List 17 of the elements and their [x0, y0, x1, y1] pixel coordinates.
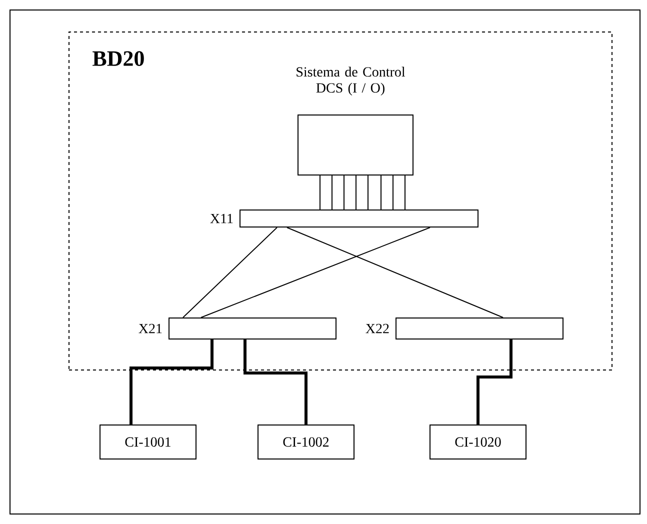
connection-line — [182, 227, 278, 318]
cable — [476, 340, 512, 424]
instrument-box: CI-1002 — [258, 424, 354, 460]
controller-title: Sistema de Control DCS (I / O) — [296, 66, 406, 96]
strip-label: X11 — [210, 214, 233, 224]
strip-label: X22 — [366, 324, 389, 334]
cable — [130, 340, 214, 424]
pin-line — [392, 175, 394, 210]
connection-line — [200, 227, 430, 318]
cable — [244, 340, 308, 424]
connection-line — [286, 227, 504, 318]
enclosure-label: BD20 — [92, 51, 144, 66]
strip-label: X21 — [138, 324, 162, 334]
pin-line — [380, 175, 382, 210]
instrument-box: CI-1001 — [100, 424, 196, 460]
pin-line — [404, 175, 406, 210]
instrument-box: CI-1020 — [430, 424, 526, 460]
